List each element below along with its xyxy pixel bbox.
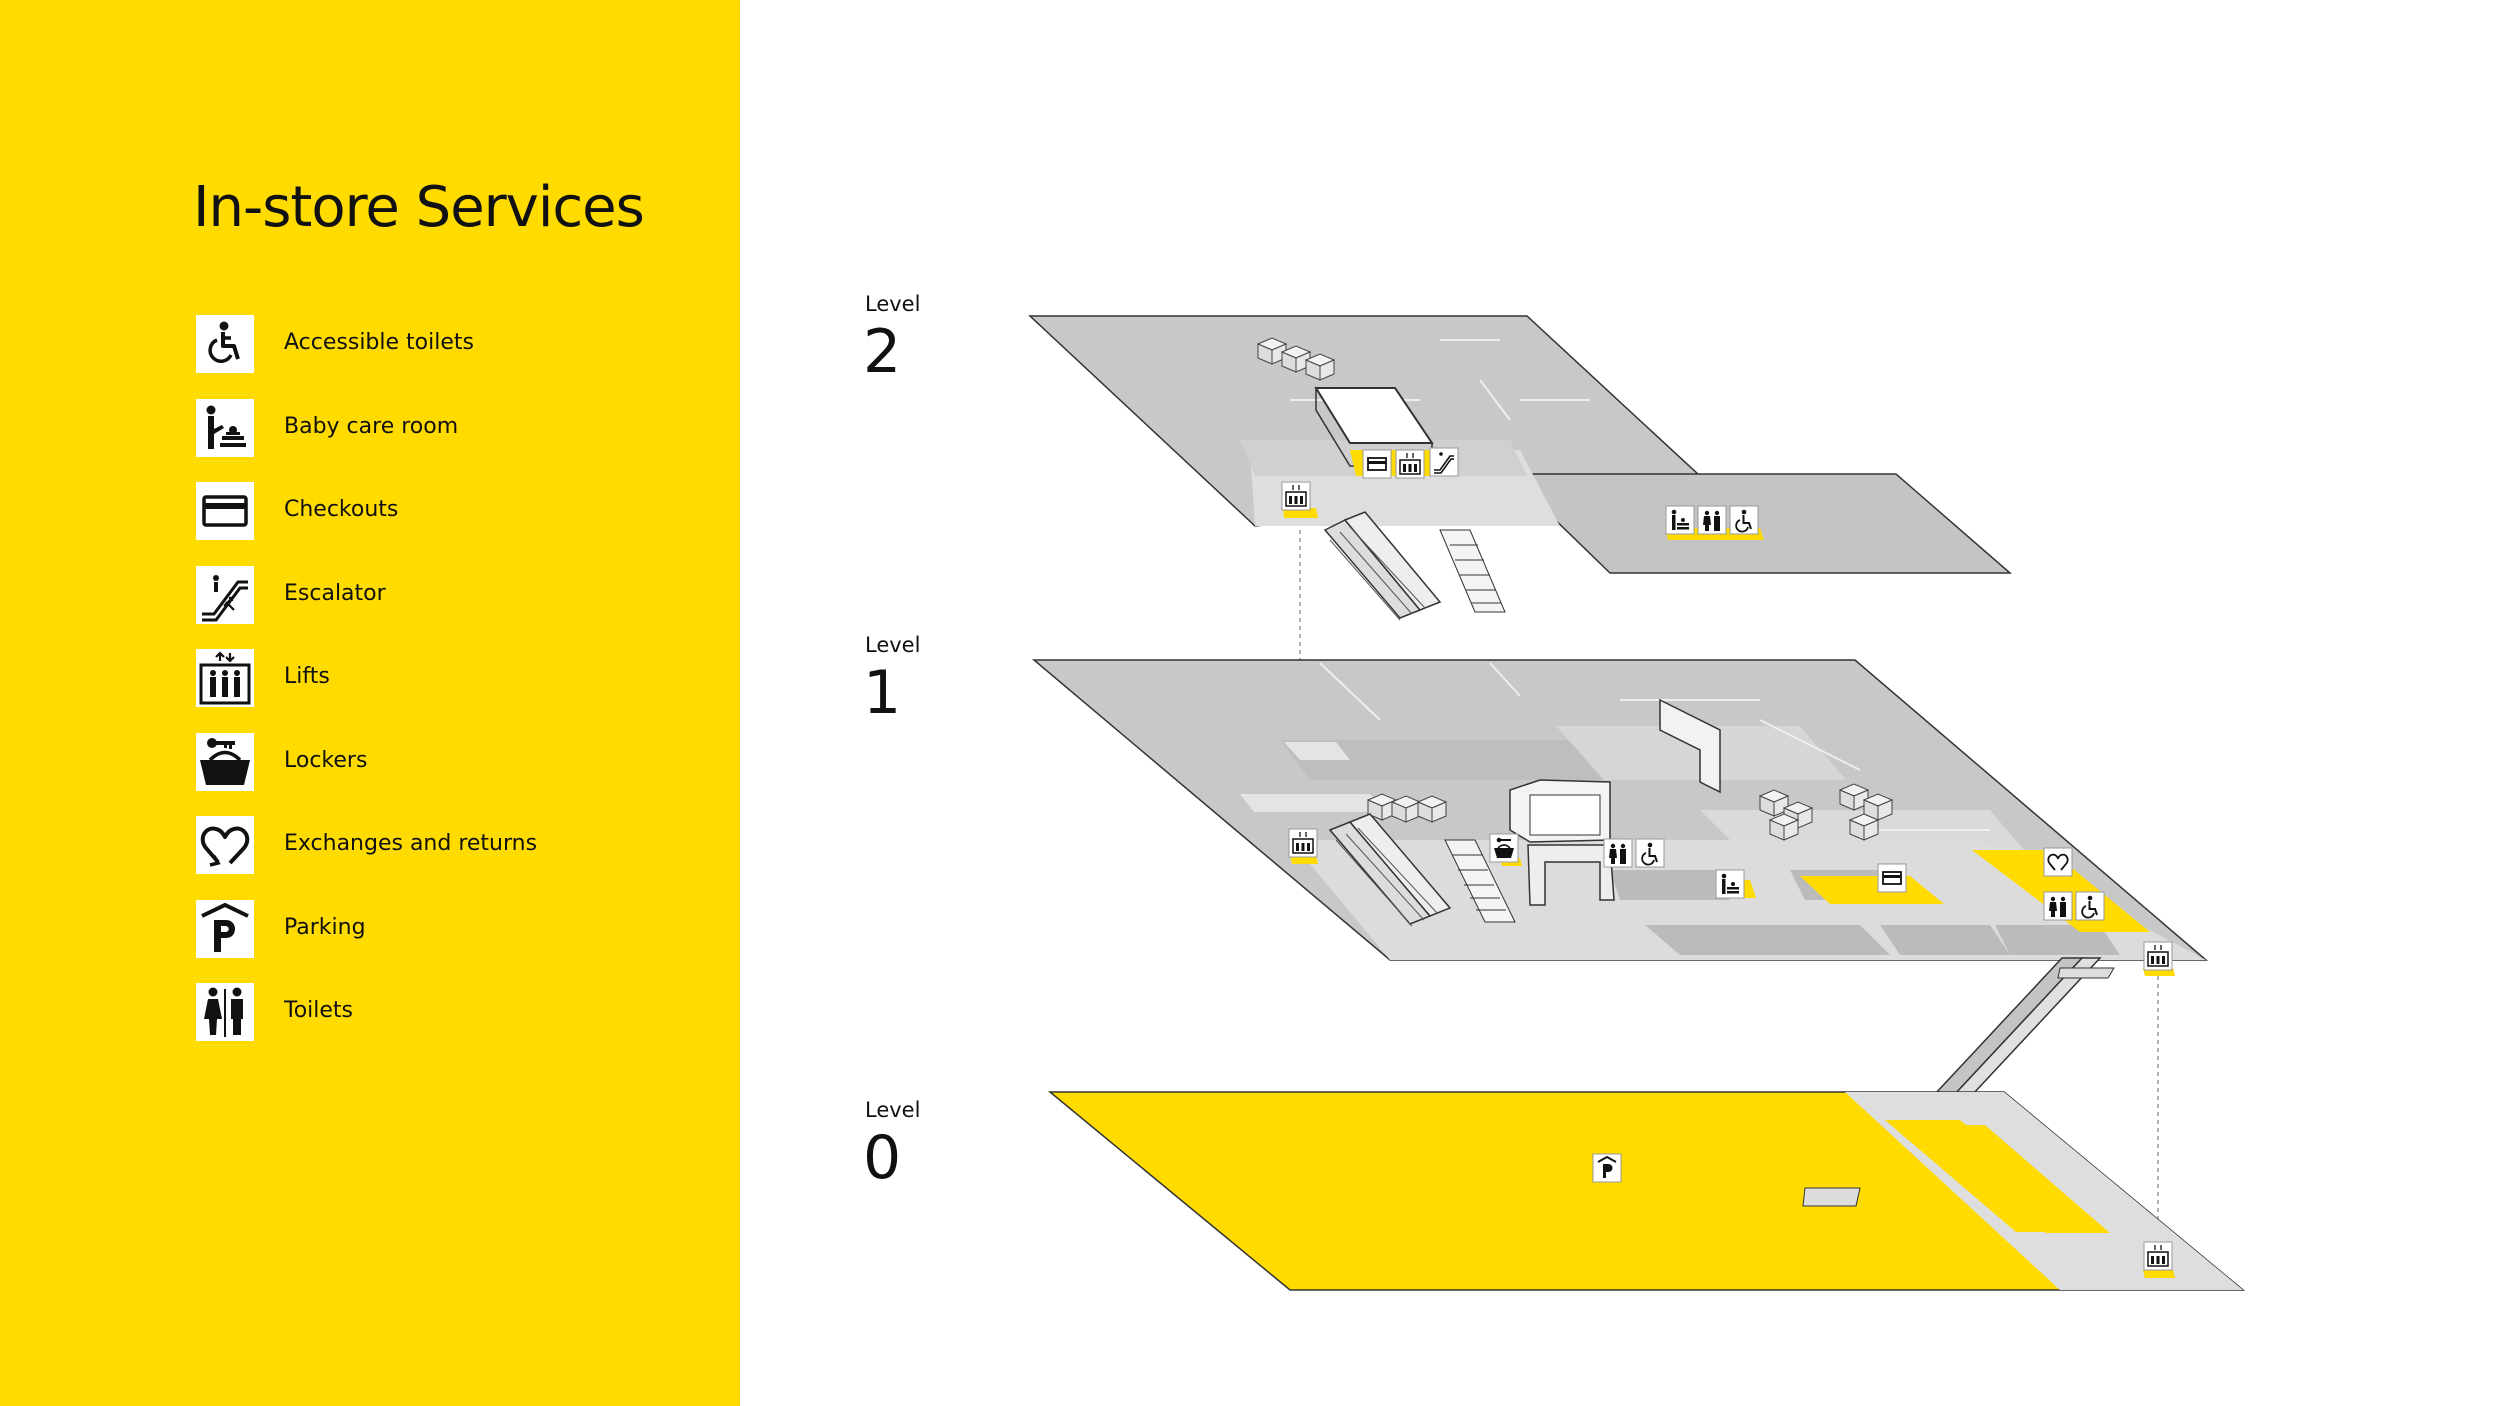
toilets-marker — [2043, 891, 2073, 921]
lift-marker — [1395, 449, 1425, 479]
legend-label: Lifts — [284, 664, 330, 689]
level-2-escalator — [1323, 511, 1506, 621]
wheelchair-icon — [196, 315, 254, 373]
toilets-icon — [196, 983, 254, 1041]
legend-item-accessible-toilets: Accessible toilets — [196, 315, 716, 399]
legend-item-baby-care-room: Baby care room — [196, 398, 716, 483]
lift-marker — [1288, 828, 1318, 858]
legend-label: Baby care room — [284, 413, 459, 439]
level-2-number: 2 — [863, 317, 902, 387]
legend-item-exchanges-returns: Exchanges and returns — [196, 816, 716, 900]
legend-item-parking: Parking — [196, 899, 716, 984]
legend-label: Parking — [284, 914, 366, 940]
legend-item-lifts: Lifts — [196, 649, 716, 733]
baby-changing-icon — [196, 398, 254, 457]
lift-marker — [1281, 481, 1311, 511]
level-0-floor — [1047, 1091, 2246, 1291]
locker-icon — [196, 732, 254, 791]
legend-label: Exchanges and returns — [284, 831, 538, 856]
legend-label: Lockers — [284, 747, 368, 773]
level-0-caption: Level — [865, 1098, 921, 1122]
accessible-toilets-marker — [2075, 891, 2105, 921]
baby-care-marker — [1665, 505, 1695, 535]
locker-marker — [1489, 833, 1519, 863]
level-1-escalator — [1328, 813, 1516, 927]
lift-icon — [196, 649, 254, 707]
escalator-icon — [196, 565, 254, 624]
legend-label: Escalator — [284, 580, 386, 606]
escalator-marker — [1429, 447, 1459, 477]
checkout-marker — [1877, 863, 1907, 893]
parking-icon — [196, 899, 254, 958]
lift-marker — [2143, 941, 2173, 971]
sidebar: In-store Services Accessible toilets — [0, 0, 740, 1406]
floor-map — [1028, 315, 2246, 1291]
page-title: In-store Services — [193, 175, 645, 240]
toilets-marker — [1603, 838, 1633, 868]
baby-care-marker — [1715, 869, 1745, 899]
legend-label: Toilets — [284, 998, 354, 1023]
heart-return-icon — [196, 816, 254, 874]
accessible-toilets-marker — [1729, 505, 1759, 535]
level-0-number: 0 — [863, 1123, 902, 1193]
toilets-marker — [1697, 505, 1727, 535]
checkout-marker — [1362, 449, 1392, 479]
legend-label: Accessible toilets — [284, 330, 474, 355]
legend-item-escalator: Escalator — [196, 565, 716, 650]
level-2-floor — [1028, 315, 2013, 621]
legend-item-checkouts: Checkouts — [196, 482, 716, 566]
lift-marker — [2143, 1241, 2173, 1271]
accessible-toilets-marker — [1635, 838, 1665, 868]
exchanges-returns-marker — [2043, 847, 2073, 877]
legend-label: Checkouts — [284, 497, 399, 522]
legend-item-toilets: Toilets — [196, 983, 716, 1067]
level-1-number: 1 — [863, 658, 902, 728]
level-2-caption: Level — [865, 292, 921, 316]
level-1-caption: Level — [865, 633, 921, 657]
parking-marker — [1592, 1153, 1622, 1183]
legend-item-lockers: Lockers — [196, 732, 716, 817]
level-1-floor — [1031, 659, 2209, 1207]
legend: Accessible toilets Baby care room — [196, 315, 716, 1067]
credit-card-icon — [196, 482, 254, 540]
